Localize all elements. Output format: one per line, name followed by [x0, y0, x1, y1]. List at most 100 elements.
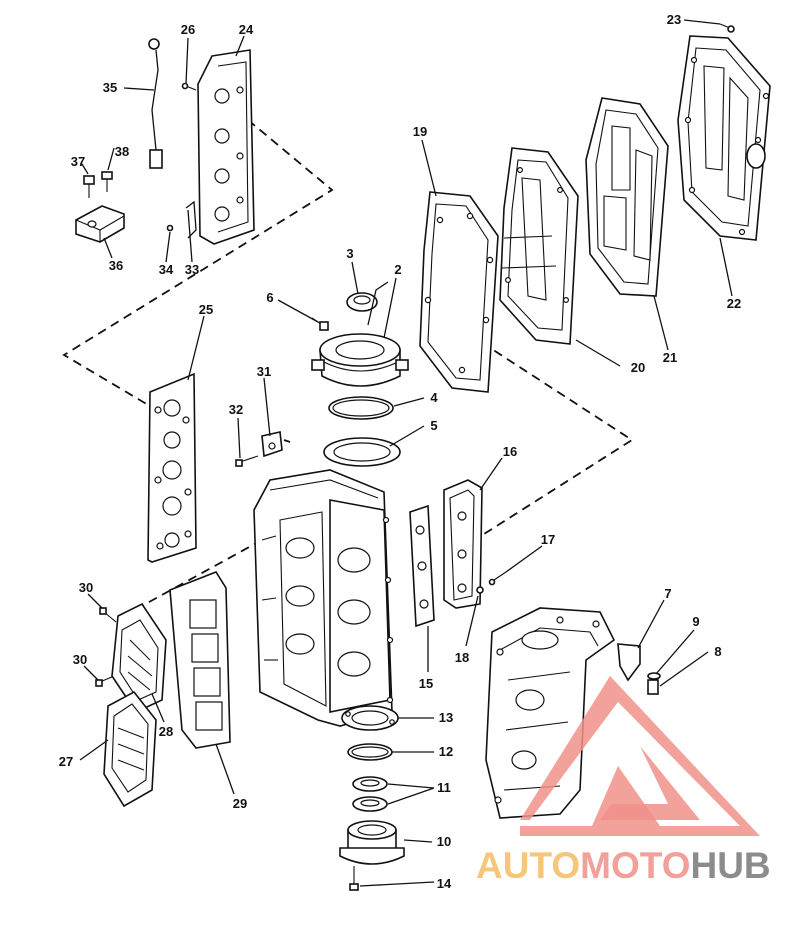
leader-29 — [215, 743, 235, 795]
callout-35: 35 — [103, 80, 117, 95]
o-ring-4 — [328, 396, 394, 420]
leader-10 — [403, 839, 433, 843]
callout-20: 20 — [631, 360, 645, 375]
callout-25: 25 — [199, 302, 213, 317]
bolt-32 — [235, 455, 259, 467]
leader-lines — [79, 19, 733, 887]
leader-3 — [351, 261, 359, 295]
callout-4: 4 — [430, 390, 438, 405]
leader-7 — [637, 599, 665, 649]
dashed-line-reed-block — [119, 539, 263, 619]
gasket-25 — [147, 372, 197, 563]
leader-31 — [263, 377, 271, 437]
callout-30-upper: 30 — [79, 580, 93, 595]
callout-11: 11 — [437, 780, 451, 795]
callout-3: 3 — [346, 246, 353, 261]
leader-28 — [151, 693, 165, 723]
callout-27: 27 — [59, 754, 73, 769]
callout-9: 9 — [692, 614, 699, 629]
callout-13: 13 — [439, 710, 453, 725]
callout-22: 22 — [727, 296, 741, 311]
automotohub-logo-mark — [520, 676, 760, 836]
callout-29: 29 — [233, 796, 247, 811]
leader-35 — [123, 87, 155, 91]
washer-18 — [476, 586, 484, 594]
callout-labels: 2 3 4 5 6 7 8 9 10 11 12 13 14 15 16 17 … — [59, 12, 741, 891]
callout-6: 6 — [266, 290, 273, 305]
plate-16 — [443, 479, 483, 609]
screw-23 — [719, 23, 735, 33]
leader-19 — [421, 139, 437, 197]
callout-12: 12 — [439, 744, 453, 759]
leader-24 — [235, 35, 245, 57]
callout-18: 18 — [455, 650, 469, 665]
callout-31: 31 — [257, 364, 271, 379]
callout-24: 24 — [239, 22, 254, 37]
callout-15: 15 — [419, 676, 433, 691]
leader-38 — [107, 147, 115, 171]
cover-27 — [103, 690, 157, 808]
leader-1 — [367, 281, 389, 326]
watermark-text: AUTOMOTOHUB — [476, 845, 771, 886]
leader-4 — [393, 397, 425, 407]
callout-8: 8 — [714, 644, 721, 659]
watermark-part-hub: HUB — [690, 845, 770, 886]
gasket-21 — [585, 97, 669, 297]
screw-34 — [166, 224, 174, 232]
bracket-36 — [75, 205, 125, 243]
leader-16 — [479, 457, 503, 491]
callout-7: 7 — [664, 586, 671, 601]
bolt-8 — [647, 679, 659, 695]
screw-30-lower — [95, 675, 115, 687]
bracket-7 — [617, 643, 641, 682]
callout-2: 2 — [394, 262, 401, 277]
leader-20 — [575, 339, 621, 367]
leader-6 — [277, 299, 319, 323]
bracket-31 — [261, 431, 291, 458]
callout-16: 16 — [503, 444, 517, 459]
exhaust-plate-20 — [499, 147, 579, 345]
watermark-part-auto: AUTO — [476, 845, 580, 886]
clip-33 — [185, 200, 197, 239]
o-ring-12 — [347, 743, 393, 761]
screw-26 — [181, 82, 197, 91]
gasket-29 — [169, 571, 231, 749]
screw-30-upper — [99, 607, 117, 623]
callout-38: 38 — [115, 144, 129, 159]
gasket-5 — [323, 437, 401, 467]
watermark-part-moto: MOTO — [580, 845, 690, 886]
leader-30-lower — [83, 665, 99, 681]
leader-9 — [655, 629, 695, 675]
cylinder-block — [253, 469, 394, 727]
callout-23: 23 — [667, 12, 681, 27]
leader-17 — [505, 545, 543, 573]
callout-37: 37 — [71, 154, 85, 169]
callout-30-lower: 30 — [73, 652, 87, 667]
callout-14: 14 — [437, 876, 452, 891]
callout-33: 33 — [185, 262, 199, 277]
gasket-19 — [419, 191, 499, 393]
callout-34: 34 — [159, 262, 174, 277]
exhaust-cover-22 — [677, 35, 771, 241]
leader-25 — [187, 315, 205, 381]
callout-19: 19 — [413, 124, 427, 139]
seal-3 — [346, 292, 378, 312]
screw-38 — [101, 171, 113, 192]
leader-32 — [237, 417, 241, 459]
callout-36: 36 — [109, 258, 123, 273]
screw-37 — [83, 175, 95, 198]
gasket-13 — [341, 705, 399, 731]
leader-21 — [653, 295, 669, 351]
washer-9 — [647, 672, 661, 680]
callout-5: 5 — [430, 418, 437, 433]
leader-36 — [103, 237, 113, 259]
leader-11 — [387, 783, 435, 805]
callout-10: 10 — [437, 834, 451, 849]
logo-triangle-inner — [600, 746, 700, 820]
leader-2 — [383, 277, 397, 339]
leader-23 — [683, 19, 721, 25]
seal-11-upper — [352, 776, 388, 792]
callout-26: 26 — [181, 22, 195, 37]
